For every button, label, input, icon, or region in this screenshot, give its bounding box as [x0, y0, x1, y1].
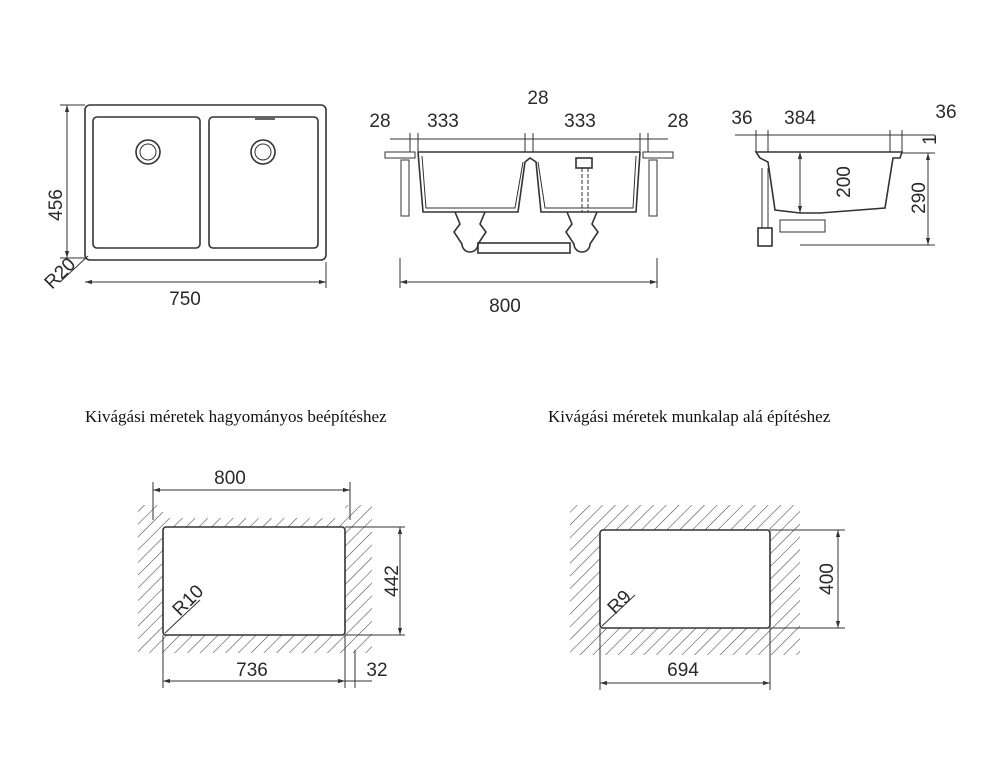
side-section: 36 384 36 1 200 290: [731, 102, 957, 247]
right-bowl: [208, 116, 319, 249]
overflow-icon: [575, 157, 593, 169]
side-left-rim-label: 36: [731, 108, 752, 129]
caption-undermount-cutout: Kivágási méretek munkalap alá építéshez: [548, 407, 831, 426]
width-label: 750: [169, 289, 201, 310]
depth-label: 456: [46, 189, 67, 221]
cutout-standard: 800 R10 442 736 32: [138, 468, 405, 688]
undermount-height-label: 400: [817, 563, 838, 595]
countertop-left: [400, 159, 410, 217]
lip-label: 1: [920, 134, 941, 145]
cutout-radius-label: R10: [169, 581, 208, 620]
drain-icon: [250, 139, 276, 165]
bowl-depth-label: 200: [834, 166, 855, 198]
cutout-width-label: 736: [236, 660, 268, 681]
radius-label: R20: [41, 254, 80, 293]
connecting-pipe: [477, 242, 571, 254]
hatch-right: [345, 505, 372, 653]
cutout-undermount: R9 400 694: [570, 505, 845, 690]
caption-standard-cutout: Kivágási méretek hagyományos beépítéshez: [85, 407, 387, 426]
side-bowl-profile: [754, 151, 904, 214]
undermount-width-label: 694: [667, 660, 699, 681]
cutout-height-label: 442: [382, 565, 403, 597]
hatch-surround: [570, 505, 800, 655]
right-rim-label: 28: [667, 111, 688, 132]
sink-outline: [84, 104, 327, 261]
undermount-cutout-rect: [599, 529, 771, 629]
countertop-right: [648, 159, 658, 217]
left-rim-label: 28: [369, 111, 390, 132]
left-bowl-label: 333: [427, 111, 459, 132]
middle-label: 28: [527, 88, 548, 109]
cutout-rect: [162, 526, 346, 636]
overall-width-label: 800: [489, 296, 521, 317]
hatch-left: [138, 505, 163, 653]
undermount-radius-label: R9: [604, 587, 636, 619]
side-bowl-label: 384: [784, 108, 816, 129]
right-bowl-label: 333: [564, 111, 596, 132]
outer-width-label: 800: [214, 468, 246, 489]
cutout-margin-label: 32: [366, 660, 387, 681]
drain-icon: [135, 139, 161, 165]
total-depth-label: 290: [909, 182, 930, 214]
side-trap: [757, 227, 773, 247]
side-right-rim-label: 36: [935, 102, 956, 123]
top-view: 456 R20 750: [41, 104, 327, 310]
drain-trap-right: [565, 211, 599, 253]
front-section: 28 28 333 333 28 800: [369, 88, 688, 317]
drain-trap-left: [453, 211, 487, 253]
left-bowl: [92, 116, 201, 249]
